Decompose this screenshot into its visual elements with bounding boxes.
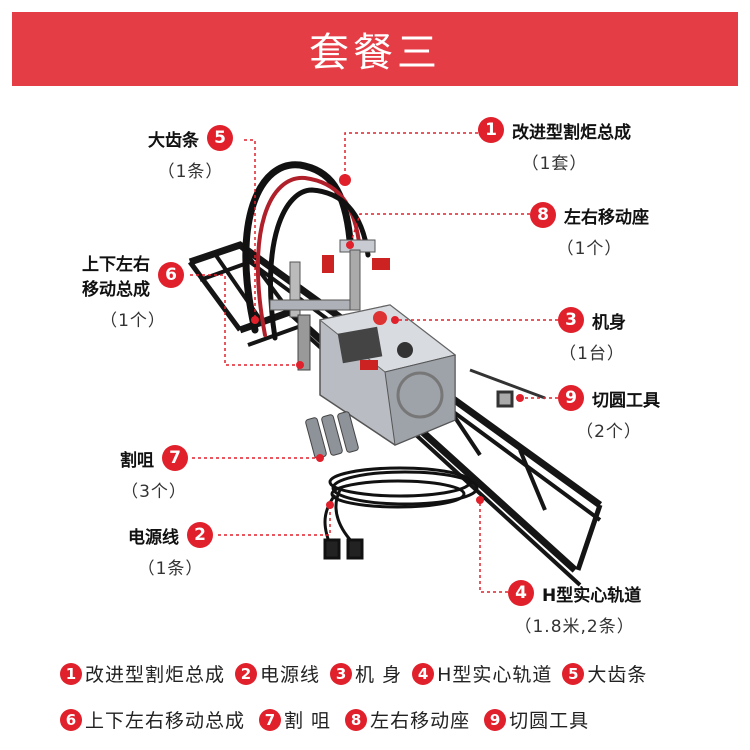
legend-item: 5 大齿条 bbox=[562, 660, 647, 687]
callout-name: 电源线 bbox=[128, 527, 179, 548]
legend-label: 切圆工具 bbox=[509, 710, 590, 732]
legend-label: 割 咀 bbox=[284, 710, 332, 732]
legend-item: 6 上下左右移动总成 bbox=[60, 706, 245, 733]
callout-quantity: （3个） bbox=[121, 482, 187, 502]
callout-number: 4 bbox=[508, 580, 534, 606]
legend-item: 1 改进型割炬总成 bbox=[60, 660, 225, 687]
callout-power-cable: 电源线 2 （1条） bbox=[128, 522, 213, 579]
callout-name: 割咀 bbox=[120, 450, 154, 471]
legend-label: 机 身 bbox=[355, 664, 403, 686]
callout-h-track: 4 H型实心轨道 （1.8米,2条） bbox=[508, 580, 641, 637]
machine-body bbox=[318, 304, 457, 446]
legend-number: 3 bbox=[330, 662, 353, 685]
callout-rack: 大齿条 5 （1条） bbox=[148, 125, 233, 182]
callout-name: 切圆工具 bbox=[592, 390, 660, 411]
legend-label: 电源线 bbox=[260, 664, 321, 686]
callout-number: 7 bbox=[162, 445, 188, 471]
circle-cutting-tool bbox=[469, 368, 546, 408]
legend-row-2: 6 上下左右移动总成 7 割 咀 8 左右移动座 9 切圆工具 bbox=[60, 706, 740, 733]
callout-name: 改进型割炬总成 bbox=[512, 122, 631, 143]
legend-item: 4 H型实心轨道 bbox=[412, 660, 552, 687]
cutting-nozzles bbox=[305, 411, 359, 459]
legend-number: 8 bbox=[345, 708, 368, 731]
callout-quantity: （2个） bbox=[576, 422, 642, 442]
legend-item: 9 切圆工具 bbox=[484, 706, 589, 733]
header-banner: 套餐三 bbox=[12, 12, 738, 86]
legend-row-1: 1 改进型割炬总成 2 电源线 3 机 身 4 H型实心轨道 5 大齿条 bbox=[60, 660, 740, 687]
callout-name: H型实心轨道 bbox=[542, 585, 642, 606]
legend-label: 大齿条 bbox=[587, 664, 648, 686]
callout-torch-assembly: 1 改进型割炬总成 （1套） bbox=[478, 117, 631, 174]
legend-item: 7 割 咀 bbox=[259, 706, 331, 733]
torch-hoses bbox=[242, 161, 371, 341]
callout-number: 8 bbox=[530, 202, 556, 228]
legend-number: 2 bbox=[235, 662, 258, 685]
legend-item: 8 左右移动座 bbox=[345, 706, 470, 733]
callout-name-group: 上下左右 移动总成 bbox=[82, 250, 150, 300]
banner-title: 套餐三 bbox=[309, 30, 441, 76]
callout-quantity: （1台） bbox=[559, 344, 625, 364]
callout-name-line2: 移动总成 bbox=[82, 280, 150, 300]
legend-number: 5 bbox=[562, 662, 585, 685]
callout-name: 大齿条 bbox=[148, 130, 199, 151]
callout-nozzle: 割咀 7 （3个） bbox=[120, 445, 188, 502]
callout-quantity: （1个） bbox=[556, 239, 623, 259]
callout-name-line1: 上下左右 bbox=[82, 255, 150, 275]
power-cable bbox=[323, 466, 479, 560]
legend-number: 7 bbox=[259, 708, 282, 731]
callout-number: 1 bbox=[478, 117, 504, 143]
callout-quantity: （1条） bbox=[137, 559, 204, 579]
callout-number: 3 bbox=[558, 307, 584, 333]
legend-item: 3 机 身 bbox=[330, 660, 402, 687]
callout-name: 左右移动座 bbox=[564, 207, 649, 228]
legend-number: 6 bbox=[60, 708, 82, 731]
legend-label: 改进型割炬总成 bbox=[85, 664, 226, 686]
legend-label: 上下左右移动总成 bbox=[85, 710, 246, 732]
callout-number: 9 bbox=[558, 385, 584, 411]
callout-circle-tool: 9 切圆工具 （2个） bbox=[558, 385, 660, 442]
callout-quantity: （1套） bbox=[521, 154, 588, 174]
callout-name: 机身 bbox=[592, 312, 626, 333]
callout-machine-body: 3 机身 （1台） bbox=[558, 307, 626, 364]
legend-number: 9 bbox=[484, 708, 507, 731]
callout-number: 5 bbox=[207, 125, 233, 151]
callout-number: 6 bbox=[158, 262, 184, 288]
legend-item: 2 电源线 bbox=[235, 660, 320, 687]
leader-endpoints bbox=[251, 174, 524, 509]
callout-number: 2 bbox=[187, 522, 213, 548]
callout-quantity: （1条） bbox=[157, 162, 224, 182]
legend-label: 左右移动座 bbox=[370, 710, 471, 732]
callout-quantity: （1.8米,2条） bbox=[514, 617, 635, 637]
legend-number: 1 bbox=[60, 662, 82, 685]
callout-lateral-seat: 8 左右移动座 （1个） bbox=[530, 202, 649, 259]
legend-label: H型实心轨道 bbox=[437, 664, 553, 686]
leader-lines bbox=[190, 132, 558, 593]
legend-number: 4 bbox=[412, 662, 435, 685]
callout-xy-assembly: 上下左右 移动总成 6 （1个） bbox=[82, 250, 184, 331]
callout-quantity: （1个） bbox=[100, 311, 166, 331]
